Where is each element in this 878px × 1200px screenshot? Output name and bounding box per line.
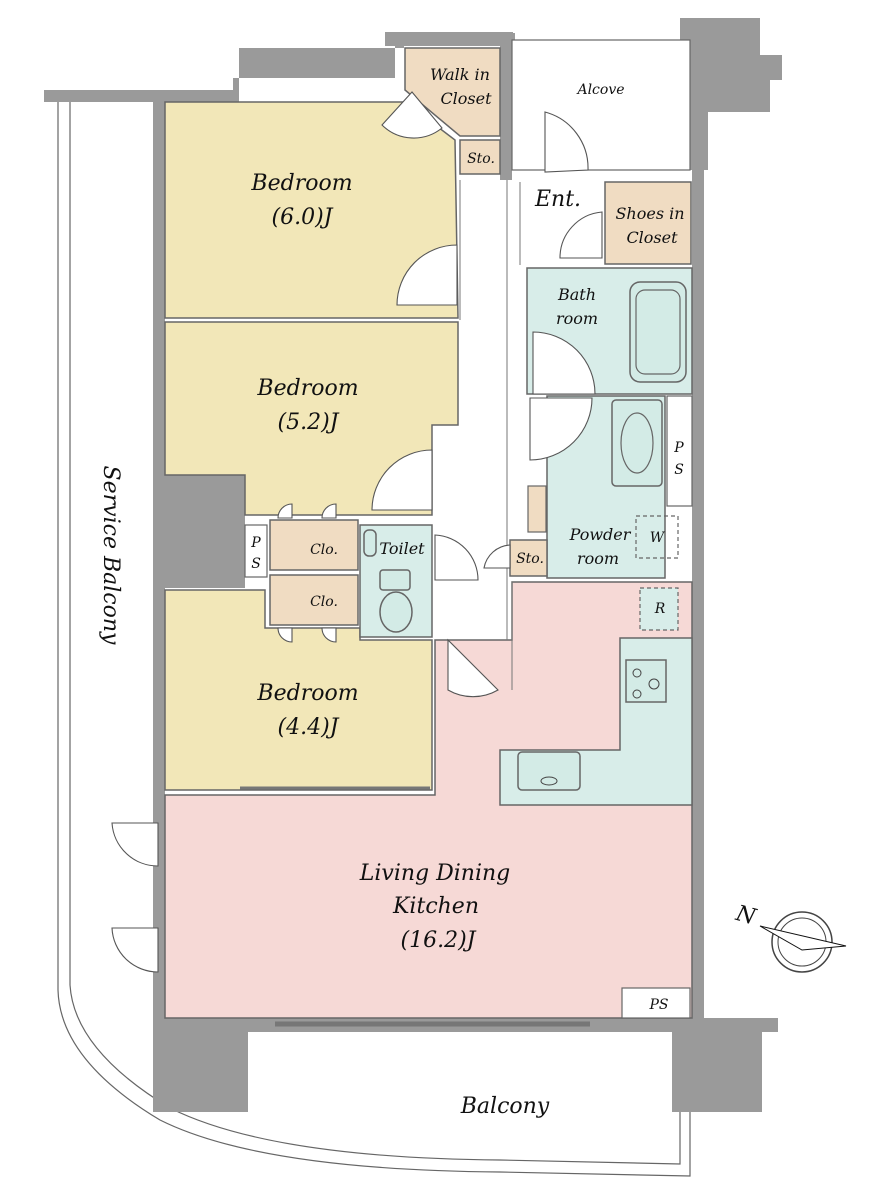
ps-left-area (244, 524, 268, 578)
bathroom-label-1: Bath (557, 285, 596, 304)
bedroom-1-size: (6.0)J (272, 205, 334, 230)
walk-in-closet-area (404, 47, 501, 137)
service-balcony-area (57, 100, 691, 1177)
walk-in-door-icon (381, 91, 443, 139)
closet-1-label: Clo. (310, 542, 338, 558)
service-balcony-label: Service Balcony (98, 466, 123, 645)
labels: Bedroom (6.0)J Bedroom (5.2)J Bedroom (4… (98, 65, 685, 1119)
bedroom-2-door-icon (371, 449, 433, 511)
refrigerator-label: R (654, 601, 666, 617)
ps-left-label-2: S (251, 556, 261, 572)
service-door-2-icon (111, 927, 159, 973)
ps-bottom-area (621, 987, 691, 1019)
bedroom-2-area (164, 321, 459, 516)
closet-2-label: Clo. (310, 594, 338, 610)
ps-bottom-label: PS (648, 997, 668, 1013)
powder-room-label-2: room (577, 549, 619, 568)
sink-icon (517, 751, 581, 791)
fixtures (363, 281, 687, 791)
powder-room-label-1: Powder (569, 525, 632, 544)
bathroom-door-icon (532, 331, 596, 395)
bedroom-1-door-icon (396, 244, 458, 306)
storage-top-area (459, 139, 501, 175)
walk-in-closet-label-2: Closet (440, 89, 492, 108)
alcove-label: Alcove (575, 82, 624, 98)
bedroom-1-name: Bedroom (250, 171, 352, 196)
closet-2-area (269, 574, 359, 626)
storage-door-icon (483, 544, 511, 569)
ps-right-label-2: S (674, 462, 684, 478)
closet-1-area (269, 519, 359, 571)
ldk-label-1: Living Dining (359, 861, 511, 886)
stove-icon (625, 659, 667, 703)
ldk-label-3: (16.2)J (401, 928, 477, 953)
washer-area (527, 485, 547, 533)
bedroom-2-size: (5.2)J (278, 410, 340, 435)
toilet-bowl-icon (379, 591, 413, 633)
service-door-1-icon (111, 822, 159, 867)
bedroom-3-size: (4.4)J (278, 715, 340, 740)
ps-right-area (666, 395, 693, 507)
walk-in-closet-label-1: Walk in (430, 65, 490, 84)
storage-top-label: Sto. (467, 151, 495, 167)
entrance-label: Ent. (534, 187, 581, 212)
washer-icon (635, 515, 679, 559)
storage-mid-label: Sto. (516, 551, 544, 567)
doors (111, 91, 603, 1027)
washer-label: W (650, 530, 666, 546)
refrigerator-area (639, 587, 679, 631)
bathroom-label-2: room (556, 309, 598, 328)
closet-doors-icon (277, 503, 337, 643)
powder-door-icon (529, 397, 593, 461)
shoes-closet-label-2: Closet (626, 228, 678, 247)
alcove-door-icon (544, 111, 589, 173)
corridor (459, 180, 521, 690)
toilet-tank-icon (379, 569, 411, 591)
ldk-label-2: Kitchen (392, 894, 479, 919)
balcony-label: Balcony (460, 1094, 550, 1119)
ps-right-label-1: P (673, 440, 684, 456)
bedroom-3-name: Bedroom (256, 681, 358, 706)
entrance-door-icon (559, 211, 603, 259)
bedroom-2-name: Bedroom (256, 376, 358, 401)
alcove-area (511, 39, 691, 171)
toilet-door-icon (434, 534, 479, 581)
bedroom-1-area (164, 101, 459, 319)
toilet-label: Toilet (379, 539, 425, 558)
ps-left-label-1: P (250, 535, 261, 551)
ldk-door-icon (447, 638, 499, 698)
compass-icon: N (732, 901, 847, 973)
shoes-closet-area (604, 181, 692, 265)
compass-north-label: N (732, 901, 759, 931)
vanity-icon (611, 399, 663, 487)
bedroom-3-area (164, 589, 433, 791)
shoes-closet-label-1: Shoes in (615, 204, 684, 223)
bathtub-icon (629, 281, 687, 383)
